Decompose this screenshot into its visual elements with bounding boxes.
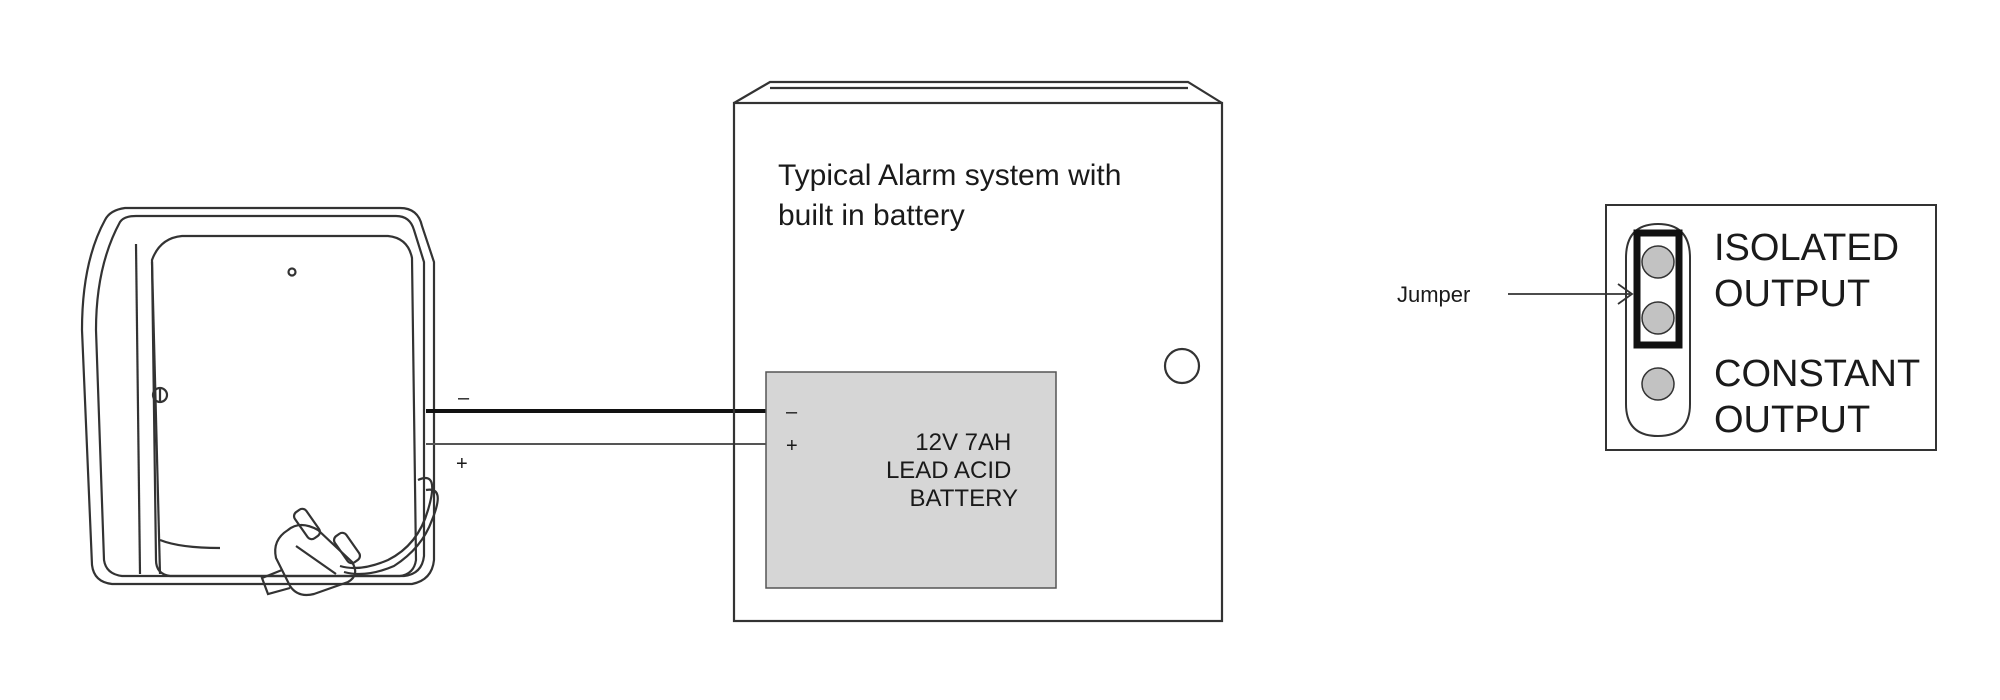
- jumper-label: Jumper: [1397, 282, 1470, 307]
- power-supply-unit: [80, 206, 436, 586]
- lock-icon: [1163, 347, 1201, 385]
- battery-terminal-negative: –: [786, 401, 798, 423]
- jumper-cap: [1633, 229, 1683, 349]
- alarm-panel-title: Typical Alarm system with built in batte…: [778, 159, 1130, 232]
- pin-isolated-top: [1641, 245, 1675, 279]
- lead-acid-battery: – + 12V 7AH LEAD ACID BATTERY: [765, 371, 1057, 589]
- jumper-panel: Jumper ISOLATED OUTPUT CONSTANT OUTPUT: [1397, 204, 1937, 451]
- battery-label: 12V 7AH LEAD ACID BATTERY: [886, 429, 1018, 512]
- pin-constant: [1641, 367, 1675, 401]
- alarm-panel: Typical Alarm system with built in batte…: [732, 80, 1224, 623]
- battery-terminal-positive: +: [786, 435, 798, 457]
- pin-housing: [1625, 222, 1691, 438]
- mains-plug-icon: [260, 477, 439, 597]
- negative-wire-label: –: [458, 387, 470, 409]
- isolated-output-label: ISOLATED OUTPUT: [1714, 227, 1910, 315]
- wiring: – +: [426, 387, 770, 475]
- positive-wire-label: +: [456, 453, 468, 475]
- pin-common: [1641, 301, 1675, 335]
- jumper-pointer-arrow: [1617, 283, 1634, 305]
- constant-output-label: CONSTANT OUTPUT: [1714, 353, 1930, 441]
